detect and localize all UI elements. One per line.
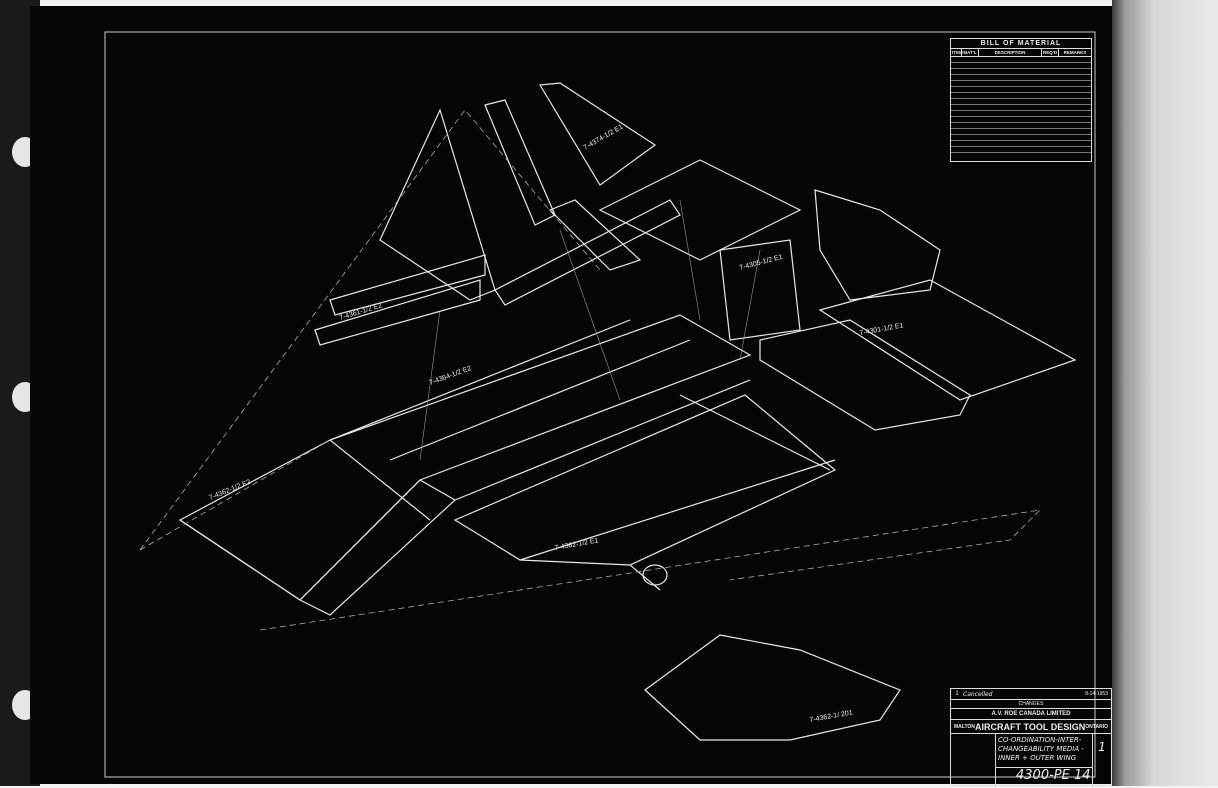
- department: AIRCRAFT TOOL DESIGN: [975, 721, 1086, 732]
- bill-of-material-table: BILL OF MATERIAL ITEM MAT'L DESCRIPTION …: [950, 38, 1092, 162]
- drawing-number: 4300-PE 14: [1016, 768, 1091, 783]
- bom-column-header: ITEM: [952, 49, 963, 56]
- part-label: 7-4305-1/2 E1: [739, 254, 784, 272]
- projection-lines: [419, 199, 761, 461]
- wing-outline: [139, 109, 1042, 631]
- title-block: 1 Cancelled 8-14-1953 CHANGES A.V. ROE C…: [950, 688, 1112, 788]
- border-frame: [104, 31, 1096, 778]
- changes-label: CHANGES: [951, 700, 1111, 709]
- city: MALTON: [954, 723, 975, 730]
- drawing-title-line: CO-ORDINATION-INTER-: [998, 736, 1082, 744]
- revision-note: Cancelled: [963, 690, 993, 698]
- bom-rows: [951, 57, 1091, 155]
- part-label: 7-4362-1/2 E1: [554, 537, 599, 552]
- part-label: 7-4362-1/ 201: [809, 709, 853, 723]
- province: ONTARIO: [1085, 723, 1108, 730]
- main-frame: [178, 314, 837, 616]
- bom-header-row: ITEM MAT'L DESCRIPTION REQ'D REMARKS: [951, 49, 1091, 57]
- part-labels: 7-4374-1/2 E1 7-4361-1/2 E2 7-4362-1/2 E…: [208, 123, 904, 724]
- sheet-number: 1: [1092, 734, 1111, 788]
- paper-edge-right: [1112, 0, 1218, 786]
- part-label: 7-4301-1/2 E1: [859, 322, 904, 337]
- drawing-title-line: INNER + OUTER WING: [998, 754, 1077, 762]
- bom-column-header: REMARKS: [1063, 50, 1087, 55]
- revision-number: 1: [955, 691, 959, 697]
- drawing-area: [30, 6, 1114, 784]
- revision-date: 8-14-1953: [1085, 691, 1108, 697]
- company-name: A.V. ROE CANADA LIMITED: [951, 709, 1111, 720]
- drawing-title-line: CHANGEABILITY MEDIA -: [998, 745, 1084, 753]
- part-label: 7-4364-1/2 E2: [428, 365, 472, 387]
- exploded-parts: [314, 82, 1077, 741]
- bom-column-header: DESCRIPTION: [979, 49, 1042, 56]
- bom-column-header: REQ'D: [1043, 49, 1059, 56]
- bom-title: BILL OF MATERIAL: [951, 39, 1091, 49]
- part-label: 7-4374-1/2 E1: [583, 123, 625, 151]
- part-label: 7-4362-1/2 E2: [208, 479, 252, 502]
- bom-column-header: MAT'L: [962, 49, 979, 56]
